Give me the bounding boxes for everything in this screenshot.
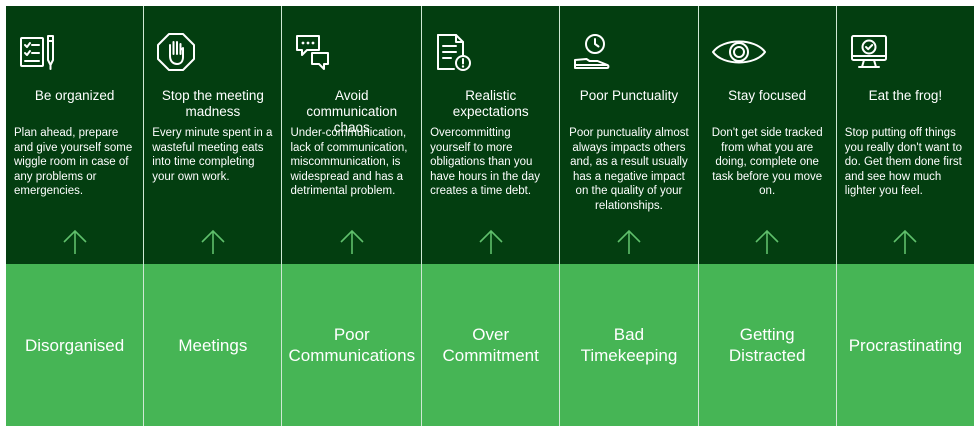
column-procrastinating: Eat the frog! Stop putting off things yo… xyxy=(836,6,975,426)
problem-label: Over Commitment xyxy=(442,325,539,365)
checklist-pen-icon xyxy=(18,32,58,72)
tip-description: Don't get side tracked from what you are… xyxy=(711,127,823,197)
time-management-grid: Be organized Plan ahead, prepare and giv… xyxy=(6,6,975,426)
tip-description: Plan ahead, prepare and give yourself so… xyxy=(14,127,133,197)
problem-panel: Meetings xyxy=(144,264,282,426)
arrow-up-icon xyxy=(753,228,781,256)
problem-label: Getting Distracted xyxy=(728,325,806,365)
problem-panel: Poor Communications xyxy=(282,264,422,426)
eye-icon xyxy=(711,32,767,72)
tip-title: Stay focused xyxy=(728,88,807,103)
tip-panel: Poor Punctuality Poor punctuality almost… xyxy=(560,6,698,264)
arrow-up-icon xyxy=(615,228,643,256)
column-disorganised: Be organized Plan ahead, prepare and giv… xyxy=(6,6,145,426)
problem-panel: Bad Timekeeping xyxy=(560,264,698,426)
tip-title: Stop the meeting madness xyxy=(161,88,264,119)
arrow-up-icon xyxy=(199,228,227,256)
chat-bubbles-icon xyxy=(294,32,334,72)
tip-title: Eat the frog! xyxy=(868,88,943,103)
tip-panel: Eat the frog! Stop putting off things yo… xyxy=(836,6,975,264)
problem-label: Poor Communications xyxy=(288,325,416,365)
tip-title: Be organized xyxy=(34,88,115,103)
stop-hand-icon xyxy=(156,32,196,72)
arrow-up-icon xyxy=(61,228,89,256)
problem-panel: Over Commitment xyxy=(422,264,560,426)
column-over-commitment: Realistic expectations Overcommitting yo… xyxy=(422,6,561,426)
problem-label: Procrastinating xyxy=(848,335,963,355)
tip-panel: Stop the meeting madness Every minute sp… xyxy=(144,6,282,264)
problem-panel: Disorganised xyxy=(6,264,144,426)
problem-label: Bad Timekeeping xyxy=(580,325,678,365)
document-alert-icon xyxy=(434,32,474,72)
tip-title: Realistic expectations xyxy=(452,88,529,119)
arrow-up-icon xyxy=(891,228,919,256)
tip-description: Overcommitting yourself to more obligati… xyxy=(430,127,541,197)
column-bad-timekeeping: Poor Punctuality Poor punctuality almost… xyxy=(560,6,699,426)
problem-label: Disorganised xyxy=(25,335,125,355)
tip-description: Poor punctuality almost always impacts o… xyxy=(569,127,689,212)
problem-panel: Getting Distracted xyxy=(698,264,836,426)
problem-panel: Procrastinating xyxy=(836,264,975,426)
tip-description: Every minute spent in a wasteful meeting… xyxy=(152,127,273,183)
arrow-up-icon xyxy=(338,228,366,256)
tip-title: Poor Punctuality xyxy=(579,88,679,103)
tip-panel: Avoid communication chaos Under-communic… xyxy=(282,6,422,264)
monitor-check-icon xyxy=(849,32,889,72)
tip-panel: Be organized Plan ahead, prepare and giv… xyxy=(6,6,144,264)
arrow-up-icon xyxy=(477,228,505,256)
tip-title: Avoid communication chaos xyxy=(306,88,398,135)
tip-panel: Stay focused Don't get side tracked from… xyxy=(698,6,836,264)
tip-description: Under-communication, lack of communicati… xyxy=(290,127,408,197)
tip-panel: Realistic expectations Overcommitting yo… xyxy=(422,6,560,264)
column-poor-communications: Avoid communication chaos Under-communic… xyxy=(282,6,423,426)
tip-description: Stop putting off things you really don't… xyxy=(844,127,963,197)
column-meetings: Stop the meeting madness Every minute sp… xyxy=(144,6,283,426)
problem-label: Meetings xyxy=(178,335,248,355)
column-getting-distracted: Stay focused Don't get side tracked from… xyxy=(698,6,837,426)
clock-shoe-icon xyxy=(572,32,612,72)
